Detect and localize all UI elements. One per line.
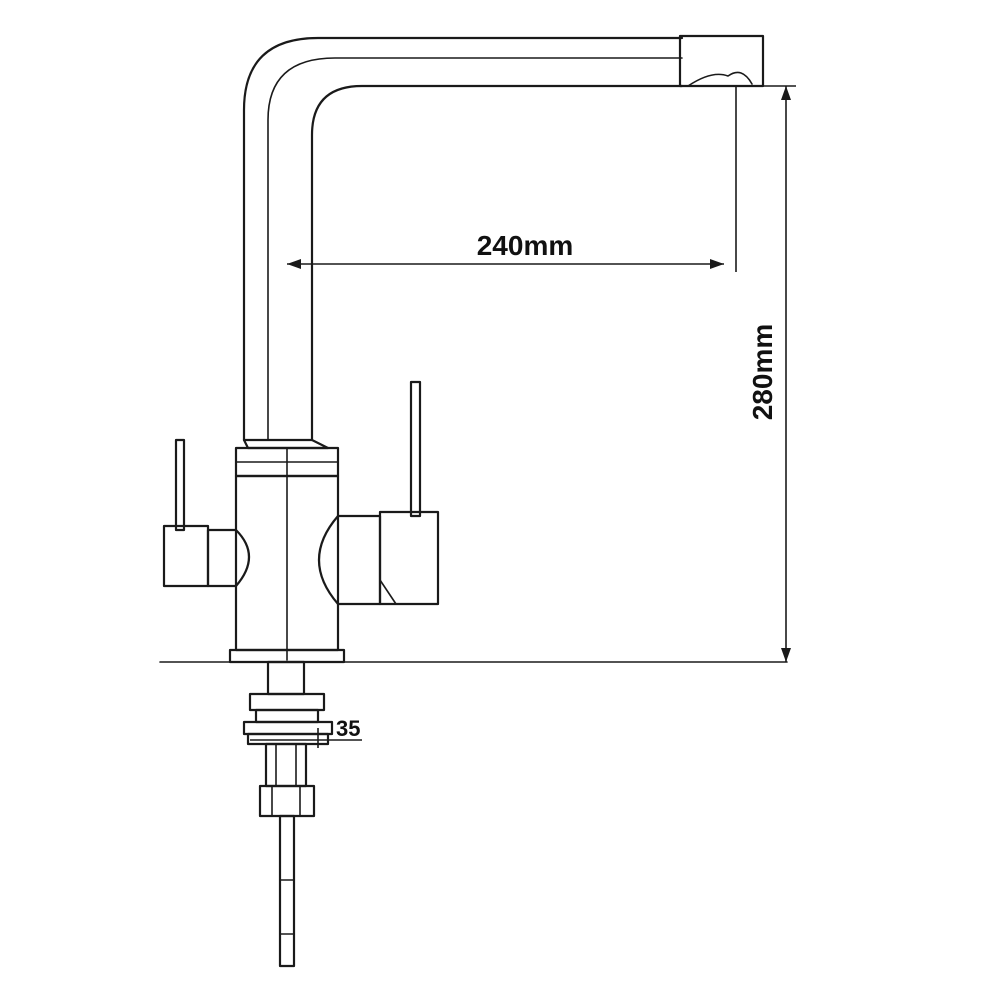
- height-label: 280mm: [747, 324, 778, 421]
- right-lever: [409, 380, 422, 518]
- arrow-top: [781, 86, 791, 100]
- left-lever: [174, 438, 186, 532]
- supply-hose: [278, 814, 296, 968]
- spout: [242, 34, 765, 442]
- faucet-body: [228, 438, 346, 664]
- arrow-right: [710, 259, 724, 269]
- arrow-left: [287, 259, 301, 269]
- dimension-height: [760, 85, 796, 662]
- spout-tip: [678, 34, 765, 88]
- hole-label: 35: [336, 716, 360, 741]
- left-handle: [162, 438, 250, 588]
- mounting-hardware: [242, 660, 334, 968]
- reach-label: 240mm: [477, 230, 574, 261]
- arrow-bottom: [781, 648, 791, 662]
- dimension-hole: [250, 728, 362, 748]
- aerator-outlet: [687, 71, 753, 87]
- right-handle: [318, 380, 440, 606]
- dimension-reach: [287, 86, 737, 272]
